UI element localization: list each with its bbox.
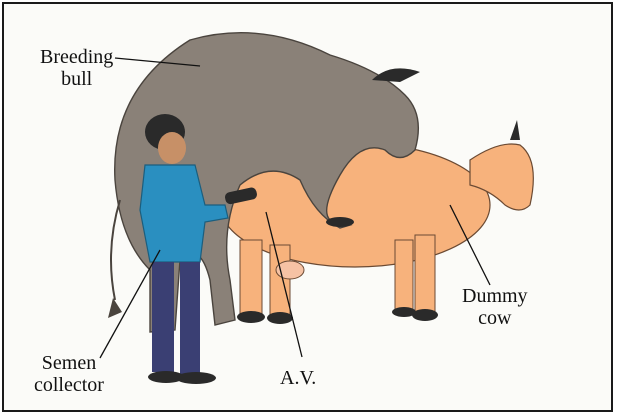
label-semen-collector: Semen collector bbox=[34, 352, 104, 396]
label-cow-line2: cow bbox=[462, 307, 528, 329]
label-bull-line1: Breeding bbox=[40, 46, 113, 68]
label-cow-line1: Dummy bbox=[462, 285, 528, 307]
label-dummy-cow: Dummy cow bbox=[462, 285, 528, 329]
label-av: A.V. bbox=[280, 367, 316, 389]
label-breeding-bull: Breeding bull bbox=[40, 46, 113, 90]
label-bull-line2: bull bbox=[40, 68, 113, 90]
label-collector-line1: Semen bbox=[34, 352, 104, 374]
label-collector-line2: collector bbox=[34, 374, 104, 396]
label-av-text: A.V. bbox=[280, 367, 316, 389]
